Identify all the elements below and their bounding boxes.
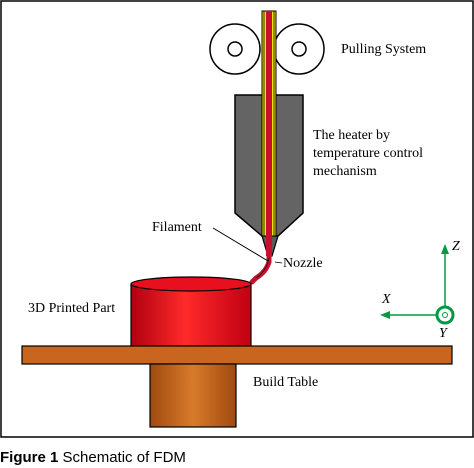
right-roller (273, 23, 325, 75)
build-table-plate (21, 345, 453, 365)
nozzle-label: Nozzle (283, 256, 323, 271)
figure-caption-text: Schematic of FDM (62, 449, 186, 466)
build-table-label: Build Table (253, 375, 319, 390)
figure-caption: Figure 1 Schematic of FDM (0, 449, 186, 466)
extruded-filament-outline (255, 257, 270, 279)
filament-leader-line (212, 227, 269, 262)
printed-part-label: 3D Printed Part (28, 301, 116, 316)
filament-label: Filament (152, 220, 202, 235)
z-axis-arrow (441, 244, 449, 254)
axes-indicator (380, 244, 455, 325)
figure-caption-prefix: Figure 1 (0, 449, 59, 466)
printed-part (130, 276, 252, 350)
y-axis-label: Y (439, 326, 447, 341)
left-roller (209, 23, 261, 75)
heater-label-line3: mechanism (313, 164, 377, 179)
x-axis-arrow (380, 311, 390, 319)
build-table-pillar (149, 363, 237, 428)
heater-label-line2: temperature control (313, 146, 424, 161)
x-axis-label: X (382, 292, 391, 307)
heater-label-line1: The heater by (313, 128, 390, 143)
z-axis-label: Z (452, 239, 460, 254)
nozzle-leader-line (274, 261, 283, 264)
filament-feed (261, 10, 277, 256)
pulling-system-label: Pulling System (341, 42, 427, 57)
